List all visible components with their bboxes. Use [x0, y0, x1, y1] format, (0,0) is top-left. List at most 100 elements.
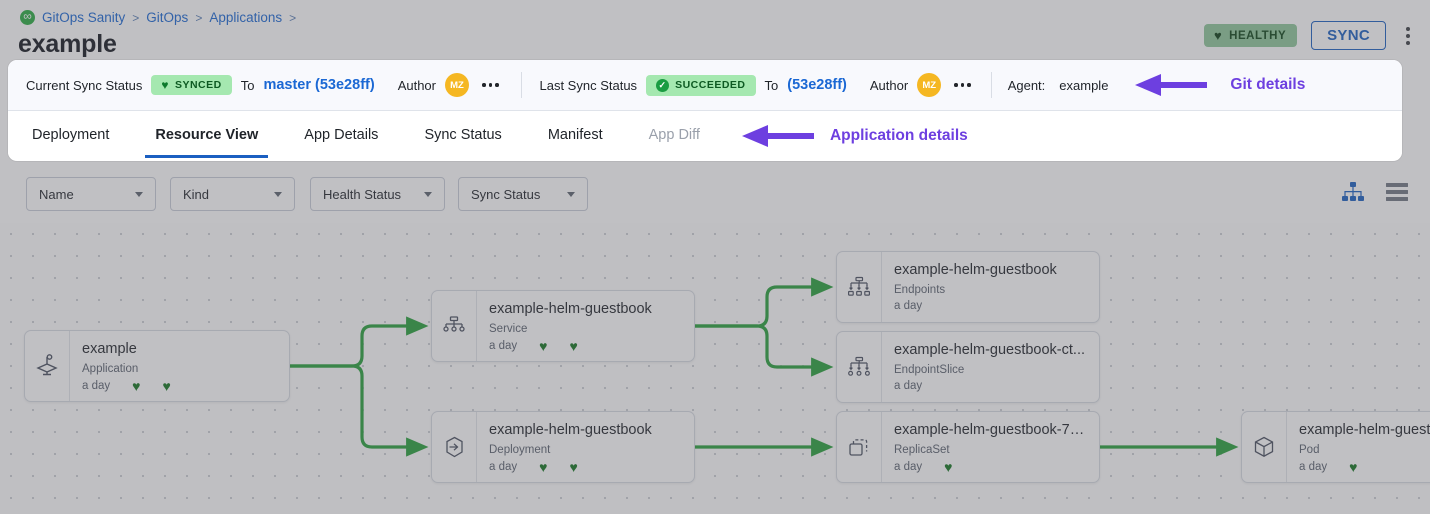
pod-icon: [1242, 412, 1286, 482]
tab-sync-status[interactable]: Sync Status: [424, 127, 502, 143]
resource-graph-canvas[interactable]: example Application a day ♥ ♥ example-he…: [0, 223, 1430, 514]
graph-node-age: a day: [894, 380, 923, 393]
graph-node-application[interactable]: example Application a day ♥ ♥: [24, 330, 290, 402]
agent-group: Agent: example Git details: [1007, 74, 1305, 96]
graph-node-kind: Service: [489, 323, 528, 336]
current-revision-link[interactable]: master (53e28ff): [263, 77, 375, 93]
filter-health-status-label: Health Status: [323, 186, 402, 202]
health-heart-icon: ♥: [1349, 459, 1358, 476]
graph-node-kind: ReplicaSet: [894, 444, 950, 457]
breadcrumb-item-1[interactable]: GitOps: [146, 10, 189, 25]
chevron-right-icon: >: [289, 10, 297, 25]
application-icon: [25, 331, 69, 401]
tab-manifest[interactable]: Manifest: [547, 127, 603, 143]
replicaset-icon: [837, 412, 881, 482]
graph-node-body: example-helm-guestbook Service a day ♥ ♥: [476, 291, 694, 361]
graph-node-meta: a day: [894, 300, 1089, 312]
tab-app-diff: App Diff: [648, 127, 700, 143]
filter-health-status[interactable]: Health Status: [310, 177, 445, 211]
graph-edges: [290, 277, 1239, 457]
graph-node-meta: a day ♥: [1299, 460, 1430, 474]
tab-app-details[interactable]: App Details: [304, 127, 379, 143]
more-horizontal-icon[interactable]: [950, 79, 975, 91]
heart-icon: ♥: [1213, 28, 1223, 43]
sync-heart-icon: ♥: [162, 378, 171, 395]
status-badge-healthy: ♥ HEALTHY: [1203, 24, 1298, 47]
chevron-down-icon: [567, 191, 575, 197]
graph-node-service[interactable]: example-helm-guestbook Service a day ♥ ♥: [431, 290, 695, 362]
graph-node-meta: a day ♥ ♥: [489, 339, 684, 353]
git-details-arrow-icon: [1135, 74, 1208, 96]
tab-resource-view[interactable]: Resource View: [145, 113, 269, 158]
last-sync-status-label: Last Sync Status: [539, 77, 638, 93]
graph-node-kind: Endpoints: [894, 284, 946, 297]
health-heart-icon: ♥: [539, 338, 548, 355]
graph-node-meta: a day: [894, 380, 1089, 392]
graph-node-body: example-helm-guestbook Endpoints a day: [881, 252, 1099, 322]
graph-node-meta: a day ♥ ♥: [489, 460, 684, 474]
sync-heart-icon: ♥: [569, 338, 578, 355]
tab-deployment[interactable]: Deployment: [32, 127, 110, 143]
more-horizontal-icon[interactable]: [478, 79, 503, 91]
agent-label: Agent:: [1007, 77, 1046, 93]
graph-node-age: a day: [894, 300, 923, 313]
graph-node-name: example: [82, 341, 137, 357]
last-sync-status-badge: SUCCEEDED: [646, 74, 756, 96]
chevron-right-icon: >: [195, 10, 203, 25]
page-header: GitOps Sanity > GitOps > Applications > …: [0, 0, 1430, 62]
graph-node-kind: Pod: [1299, 444, 1320, 457]
graph-node-name: example-helm-guestbook-74...: [1299, 422, 1430, 438]
last-revision-link[interactable]: (53e28ff): [787, 77, 847, 93]
graph-node-age: a day: [489, 461, 518, 474]
heart-icon: ♥: [161, 78, 169, 92]
avatar: MZ: [917, 73, 942, 97]
graph-node-endpointslice[interactable]: example-helm-guestbook-ct... EndpointSli…: [836, 331, 1100, 403]
graph-node-body: example-helm-guestbook Deployment a day …: [476, 412, 694, 482]
graph-node-meta: a day ♥ ♥: [82, 379, 279, 393]
graph-node-body: example-helm-guestbook-74... ReplicaSet …: [881, 412, 1099, 482]
health-heart-icon: ♥: [132, 378, 141, 395]
filter-name[interactable]: Name: [26, 177, 156, 211]
divider: [990, 72, 992, 98]
current-to-label: To: [240, 77, 255, 93]
graph-node-pod[interactable]: example-helm-guestbook-74... Pod a day ♥: [1241, 411, 1430, 483]
graph-node-body: example-helm-guestbook-74... Pod a day ♥: [1286, 412, 1430, 482]
last-to-label: To: [764, 77, 779, 93]
filter-sync-status[interactable]: Sync Status: [458, 177, 588, 211]
more-vertical-icon[interactable]: [1400, 23, 1416, 49]
graph-node-age: a day: [82, 380, 111, 393]
deployment-icon: [432, 412, 476, 482]
breadcrumb-item-2[interactable]: Applications: [209, 10, 283, 25]
endpoints-icon: [837, 252, 881, 322]
graph-node-body: example-helm-guestbook-ct... EndpointSli…: [881, 332, 1099, 402]
filter-kind-label: Kind: [183, 186, 210, 202]
avatar: MZ: [445, 73, 469, 97]
last-sync-status-value: SUCCEEDED: [675, 79, 746, 91]
last-author-label: Author: [869, 77, 909, 93]
service-icon: [432, 291, 476, 361]
graph-node-name: example-helm-guestbook-74...: [894, 422, 1089, 438]
filter-kind[interactable]: Kind: [170, 177, 295, 211]
graph-node-kind: Application: [82, 363, 139, 376]
graph-node-replicaset[interactable]: example-helm-guestbook-74... ReplicaSet …: [836, 411, 1100, 483]
sync-button[interactable]: SYNC: [1311, 21, 1386, 50]
graph-node-kind: EndpointSlice: [894, 364, 965, 377]
graph-node-age: a day: [894, 461, 923, 474]
graph-node-deployment[interactable]: example-helm-guestbook Deployment a day …: [431, 411, 695, 483]
graph-node-meta: a day ♥: [894, 460, 1089, 474]
check-circle-icon: [656, 78, 670, 92]
chevron-down-icon: [135, 191, 143, 197]
tree-view-icon[interactable]: [1342, 182, 1364, 207]
health-heart-icon: ♥: [944, 459, 953, 476]
gitops-logo-icon: [20, 7, 35, 26]
graph-node-endpoints[interactable]: example-helm-guestbook Endpoints a day: [836, 251, 1100, 323]
view-toggle-group: [1342, 182, 1408, 207]
current-author-label: Author: [397, 77, 436, 93]
breadcrumb-item-0[interactable]: GitOps Sanity: [42, 10, 126, 25]
filter-toolbar: Name Kind Health Status Sync Status: [0, 161, 1430, 223]
page-title: example: [18, 30, 117, 58]
onboarding-spotlight-panel: Current Sync Status ♥ SYNCED To master (…: [8, 60, 1402, 161]
list-view-icon[interactable]: [1386, 183, 1408, 206]
chevron-right-icon: >: [132, 10, 140, 25]
